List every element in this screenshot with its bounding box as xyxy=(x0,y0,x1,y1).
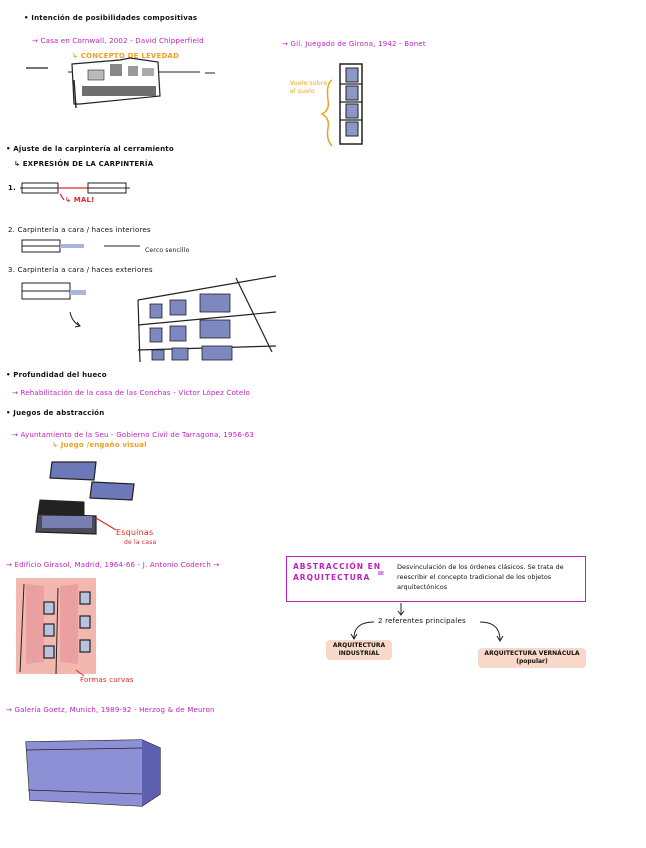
girasol-sketch-icon xyxy=(16,578,96,676)
abstraccion-arrows-icon xyxy=(351,603,503,641)
sketch-bonet-icon xyxy=(322,64,362,146)
detail-3-icon xyxy=(22,283,86,327)
sketch-chipperfield-icon xyxy=(26,58,215,108)
tarragona-sketch-icon xyxy=(36,462,134,534)
detail-2-icon xyxy=(22,240,140,252)
goetz-sketch-icon xyxy=(26,740,160,806)
perspective-building-icon xyxy=(138,276,276,362)
detail-1-icon xyxy=(20,183,130,200)
